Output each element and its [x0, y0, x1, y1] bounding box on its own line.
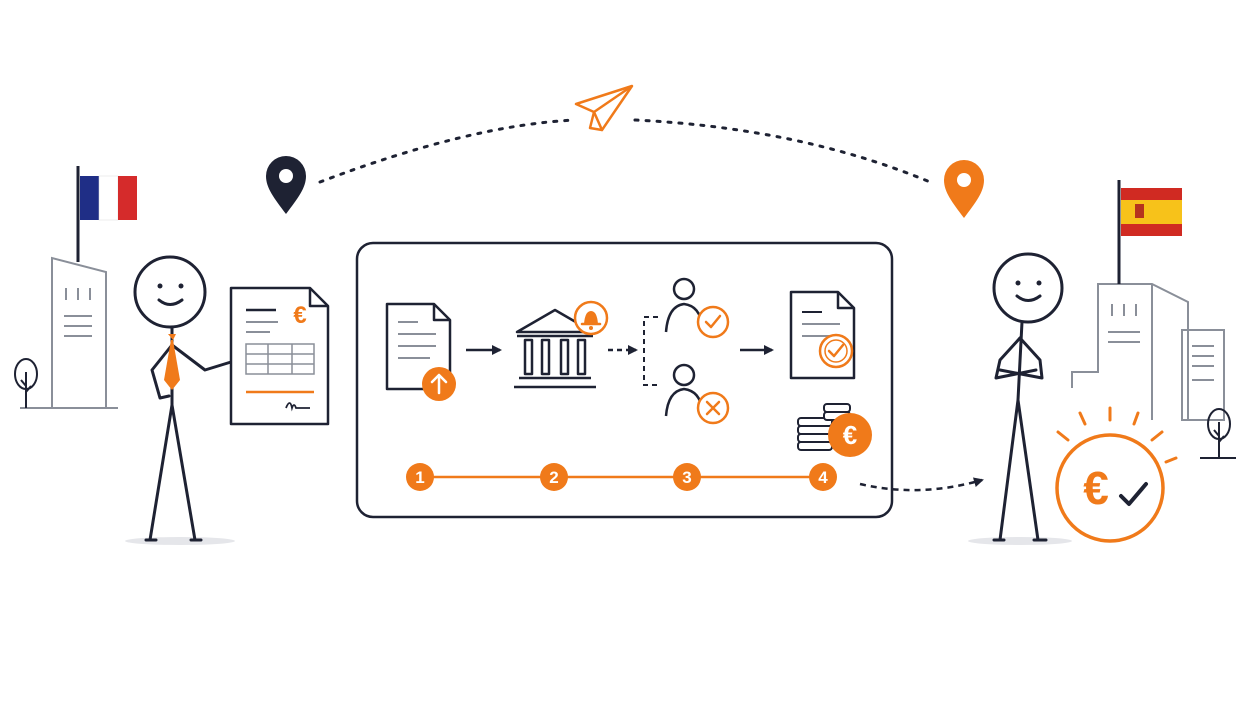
verified-document-icon [789, 290, 856, 380]
approved-person-icon [664, 277, 730, 339]
origin-pin-icon [266, 156, 306, 214]
step-marker-4: 4 [809, 463, 837, 491]
notification-bell-icon [573, 300, 609, 336]
step-marker-1: 1 [406, 463, 434, 491]
paper-plane-icon [574, 84, 634, 132]
tree-icon [1200, 408, 1236, 459]
payment-euro-symbol: € [843, 420, 857, 450]
process-panel [355, 241, 894, 519]
invoice-euro-symbol: € [293, 302, 306, 329]
step-number: 4 [818, 468, 828, 487]
orange-tie [164, 334, 180, 390]
document-upload-icon [385, 302, 456, 401]
step-number: 3 [682, 468, 691, 487]
flight-path [318, 118, 932, 184]
step-marker-3: 3 [673, 463, 701, 491]
step-number: 2 [549, 468, 558, 487]
received-payment-icon [1055, 406, 1178, 543]
payment-euro-coin [828, 413, 872, 457]
france-building [20, 256, 118, 409]
recipient-person [992, 252, 1064, 542]
sender-person [133, 255, 246, 542]
step-marker-2: 2 [540, 463, 568, 491]
destination-pin-icon [944, 160, 984, 218]
tree-icon [14, 358, 38, 408]
payout-arrow [859, 477, 984, 492]
coin-stack-icon [797, 403, 851, 451]
rejected-person-icon [664, 363, 730, 425]
step-number: 1 [415, 468, 424, 487]
france-flag [76, 166, 137, 262]
spain-buildings [1071, 283, 1225, 421]
branch-connector [643, 316, 658, 386]
spain-flag [1117, 180, 1182, 284]
received-euro-symbol: € [1083, 462, 1109, 514]
bank-notification-icon [514, 308, 596, 389]
invoice-document [229, 286, 330, 426]
